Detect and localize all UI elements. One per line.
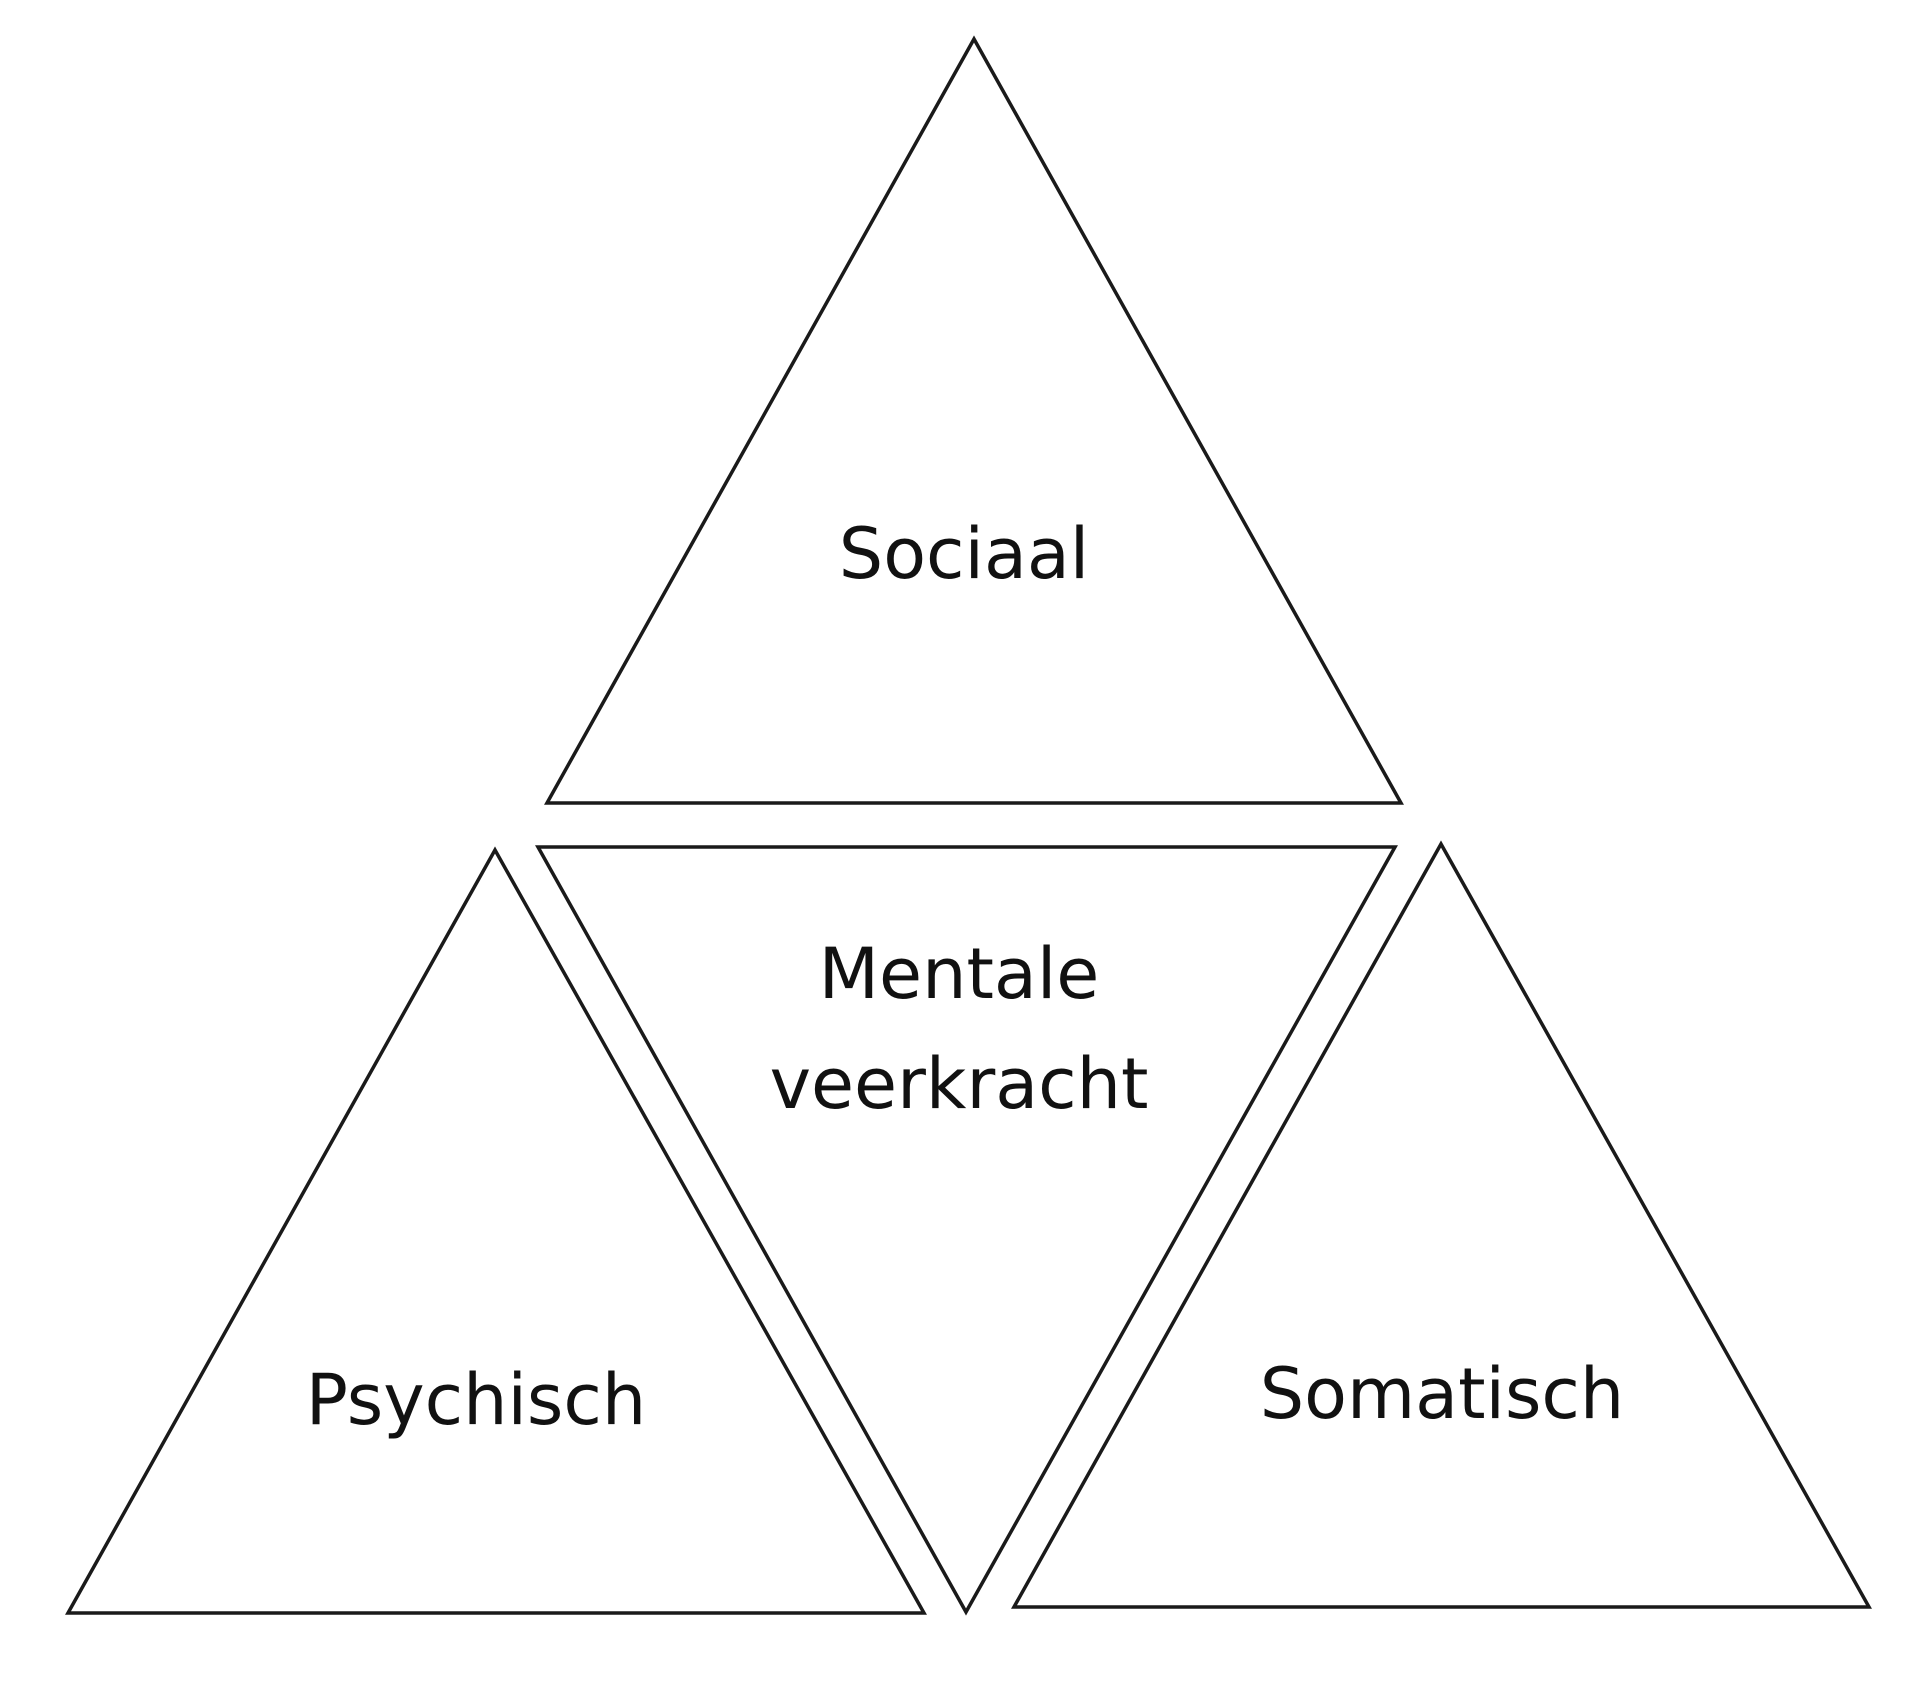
- label-sociaal: Sociaal: [839, 513, 1089, 595]
- label-veerkracht: veerkracht: [770, 1043, 1149, 1125]
- label-psychisch: Psychisch: [306, 1359, 647, 1441]
- triangle-mentale-veerkracht-shape: [535, 845, 1398, 1616]
- label-mentale: Mentale: [819, 933, 1100, 1015]
- label-somatisch: Somatisch: [1260, 1353, 1625, 1435]
- triangle-psychisch-shape: [65, 846, 927, 1615]
- triangle-mentale-veerkracht: Mentale veerkracht: [535, 845, 1398, 1616]
- triangle-sociaal-shape: [544, 35, 1404, 805]
- triangle-psychisch: Psychisch: [65, 846, 927, 1615]
- triangle-somatisch-shape: [1011, 840, 1872, 1609]
- triangle-somatisch: Somatisch: [1011, 840, 1872, 1609]
- triangle-sociaal: Sociaal: [544, 35, 1404, 805]
